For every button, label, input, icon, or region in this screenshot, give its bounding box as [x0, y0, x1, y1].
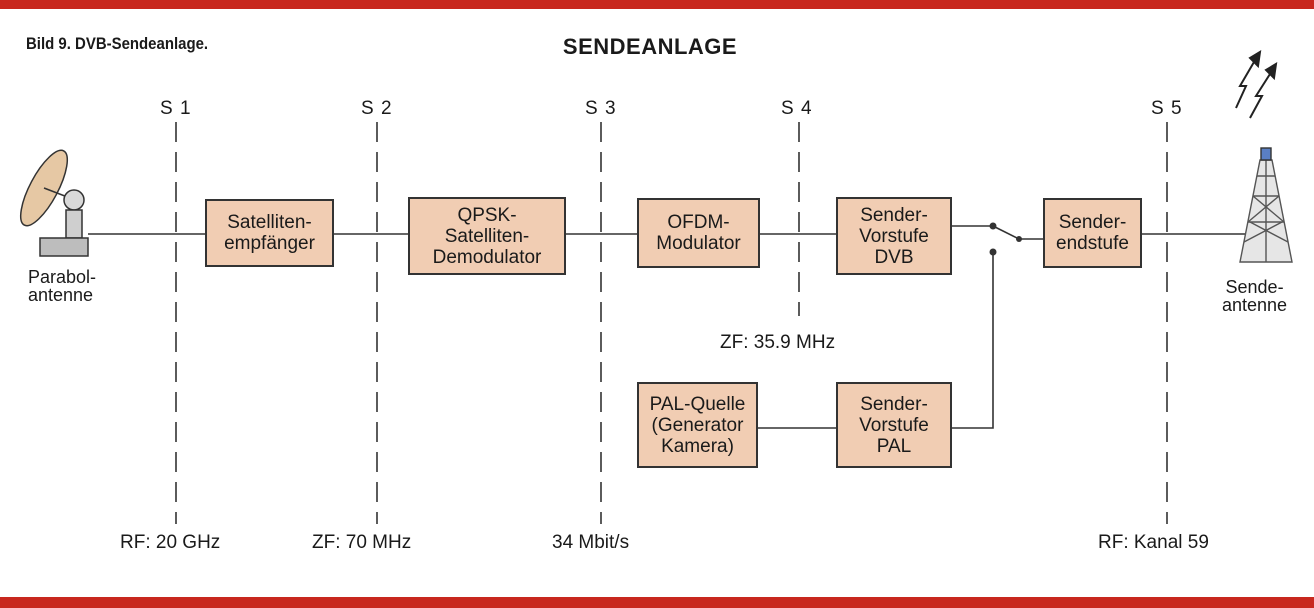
tower-label: Sende- antenne: [1222, 277, 1288, 315]
stage-value-s5: RF: Kanal 59: [1098, 532, 1209, 553]
stage-value-s1: RF: 20 GHz: [120, 532, 221, 553]
stage-value-s2: ZF: 70 MHz: [312, 532, 412, 553]
diagram-title: SENDEANLAGE: [562, 34, 738, 59]
stage-label-s2: S 2: [361, 98, 393, 119]
block-sender-vorstufe-pal: Sender- Vorstufe PAL: [836, 382, 952, 468]
signal-pal-vorstufe-to-switch: [952, 252, 994, 429]
block-sender-vorstufe-dvb: Sender- Vorstufe DVB: [836, 197, 952, 275]
stage-label-s3: S 3: [585, 98, 617, 119]
switch-blade: [992, 225, 1020, 240]
switch-contact-bottom: [989, 248, 997, 256]
stage-value-s4: ZF: 35.9 MHz: [720, 332, 836, 353]
block-satellite-receiver: Satelliten- empfänger: [205, 199, 334, 267]
radio-wave-icon: [1235, 50, 1278, 119]
top-frame-bar: [0, 0, 1314, 9]
block-sender-endstufe: Sender- endstufe: [1043, 198, 1142, 268]
block-qpsk-demodulator: QPSK- Satelliten- Demodulator: [408, 197, 566, 275]
stage-label-s1: S 1: [160, 98, 192, 119]
figure-caption: Bild 9. DVB-Sendeanlage.: [26, 34, 209, 53]
block-ofdm-modulator: OFDM- Modulator: [637, 198, 760, 268]
switch-contact-top: [989, 222, 997, 230]
parabolic-antenna-icon: [19, 149, 89, 257]
dish-label: Parabol- antenne: [28, 267, 97, 305]
stage-label-s4: S 4: [781, 98, 813, 119]
switch-contact-out: [1016, 236, 1022, 242]
transmitter-tower-icon: [1239, 147, 1293, 263]
bottom-frame-bar: [0, 597, 1314, 608]
stage-value-s3: 34 Mbit/s: [552, 532, 630, 553]
block-pal-source: PAL-Quelle (Generator Kamera): [637, 382, 758, 468]
stage-label-s5: S 5: [1151, 98, 1183, 119]
